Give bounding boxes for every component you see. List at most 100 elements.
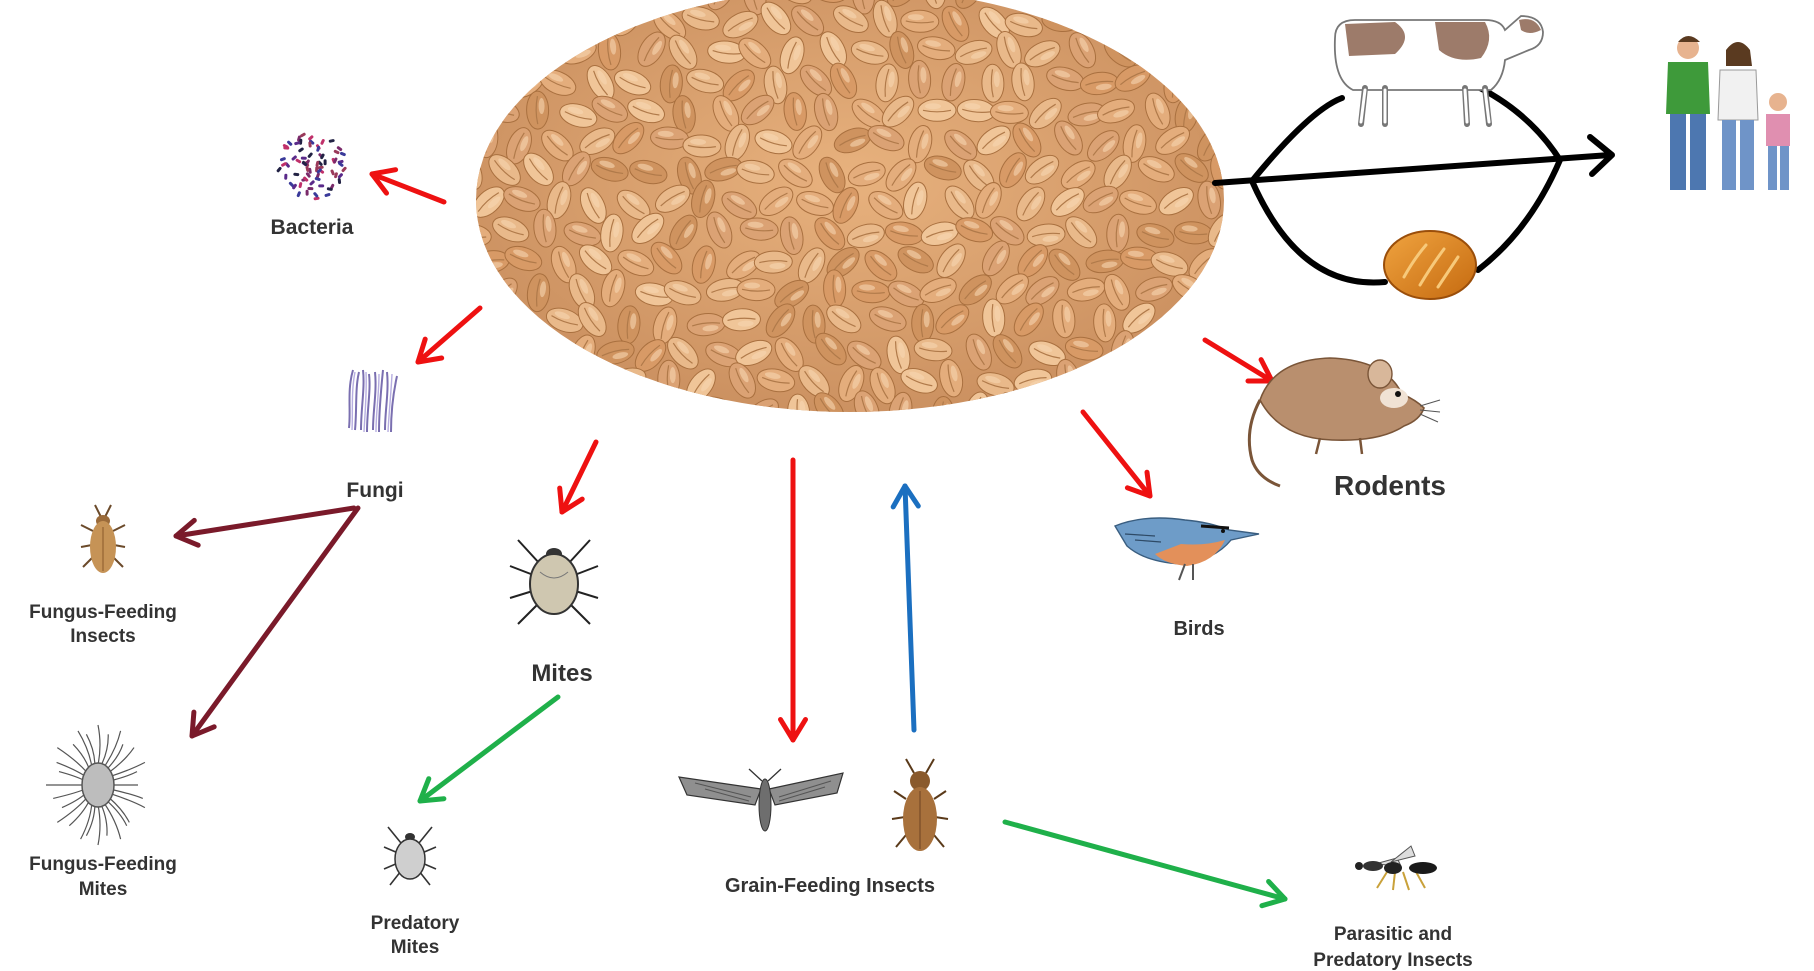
wheat-kernel [452,328,493,371]
mite-hair [111,794,145,808]
wheat-kernel [516,333,559,367]
wheat-kernel [571,8,614,41]
bacterium-dot [298,147,305,153]
fungus-feeding-insects-label-line2: Insects [70,626,135,647]
wheat-kernel [452,278,494,309]
wheat-grain-pile [448,0,1265,435]
wheat-kernel [453,34,489,78]
wheat-kernel [1225,59,1265,103]
predatory-mites-label-line2: Mites [391,937,440,958]
arrow-insects-to-parasitic [1005,822,1285,906]
wheat-kernel [1086,1,1113,41]
bacterium-dot [330,169,335,176]
bacterium-dot [276,166,282,173]
arrow-grain-to-birds [1083,412,1150,496]
wheat-kernel [461,362,505,401]
wheat-kernel [569,0,591,8]
wheat-kernel [994,392,1018,431]
wheat-kernel [1115,4,1158,38]
wheat-kernel [1171,0,1210,10]
wheat-kernel [1103,400,1142,423]
mites-label: Mites [531,660,592,687]
wheat-kernel [912,304,934,342]
bacterium-dot [309,180,315,186]
bacterium-dot [294,141,301,146]
arrow-fungi-to-fungus-insects [176,508,354,545]
wheat-kernel [544,4,575,47]
mite-hair [81,803,92,839]
bacterium-dot [337,173,343,179]
wheat-kernel [1220,133,1259,156]
family-icon [1666,36,1790,190]
wheat-kernel [662,0,703,5]
mite-hair [57,798,87,823]
wheat-kernel [1137,0,1179,16]
predatory-mites-label-line1: Predatory [371,913,460,934]
mite-hair [98,805,100,845]
wheat-kernel [1222,3,1265,44]
wheat-kernel [1191,363,1223,406]
wheat-kernel [1152,6,1195,38]
arrow-fungi-to-fungus-mites [192,508,358,736]
wheat-kernel [454,390,488,433]
rodents-label: Rodents [1334,470,1446,501]
wheat-kernel [1208,387,1244,431]
wheat-kernel [737,278,775,301]
wheat-kernel [520,392,564,431]
wheat-kernel [626,0,667,3]
bread-loaf-icon [1384,231,1476,299]
wheat-kernel [522,0,563,13]
bacterium-dot [328,139,334,143]
parasitic-predatory-insects-label-line2: Predatory Insects [1313,950,1472,971]
bacterium-dot [320,139,325,146]
bacteria-cluster-icon [276,132,347,200]
wheat-kernel [466,14,504,37]
wheat-kernel [596,389,632,433]
wheat-kernel [1203,97,1246,129]
wheat-kernel [546,374,584,396]
wheat-kernel [466,59,505,103]
fungus-feeding-mites-label-line2: Mites [79,879,128,900]
mite-hair [109,798,129,823]
wasp-icon [1355,846,1437,890]
wheat-kernel [1166,336,1208,365]
arrow-grain-to-bacteria [372,170,444,202]
mite-hair [112,790,143,799]
wheat-kernel [1186,9,1229,43]
wheat-kernel [624,392,668,429]
wheat-kernel [918,99,956,121]
wheat-kernel [1221,244,1263,287]
wheat-kernel [1186,59,1220,102]
mite-hair [101,734,108,765]
arrow-grain-to-rodents [1205,340,1272,381]
wheat-kernel [1134,397,1178,432]
wheat-kernel [1032,0,1060,15]
wheat-kernel [522,30,564,72]
grain-beetle-icon [892,759,948,851]
mite-hair [78,731,92,767]
mite-hair [111,762,145,776]
wheat-kernel [1204,0,1243,13]
bacterium-dot [341,166,347,172]
wheat-kernel [1035,391,1058,430]
wheat-kernel [571,359,614,400]
wheat-kernel [1186,302,1229,343]
bacterium-dot [324,159,327,165]
bacterium-dot [307,152,313,158]
arrow-grain-to-mites [560,442,596,512]
wheat-kernel [1080,365,1123,399]
bacterium-dot [296,191,301,198]
fungal-hyphae-icon [349,370,397,432]
mite-hair [57,762,86,776]
mite-icon [510,540,598,624]
bacterium-dot [318,184,324,187]
bacterium-dot [315,161,319,168]
arrow-grain-to-grain-insects [781,460,806,740]
fungus-feeding-mites-label-line1: Fungus-Feeding [29,854,177,875]
wheat-kernel [1172,36,1214,67]
wheat-kernel [484,0,526,7]
wheat-kernel [559,392,603,430]
wheat-kernel [1114,357,1149,401]
mite-hair [101,805,107,836]
